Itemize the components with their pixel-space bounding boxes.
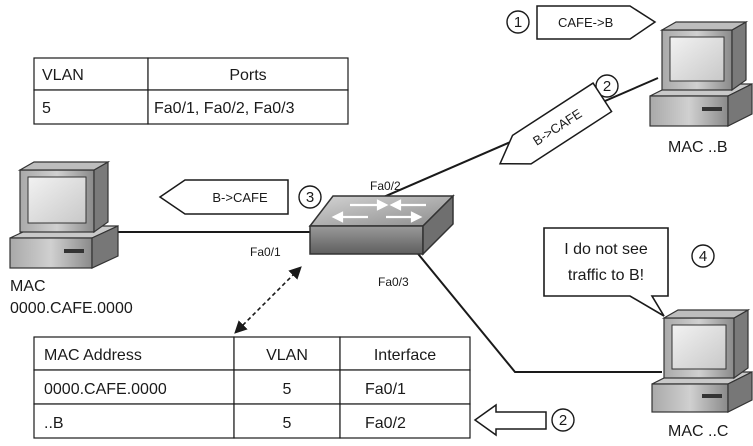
- frame-step2: 2 B->CAFE: [498, 74, 619, 165]
- pc-b-icon: [649, 20, 753, 127]
- step1-number-circle: [506, 10, 530, 34]
- vlan-table-cell-ports: Fa0/1, Fa0/2, Fa0/3: [154, 100, 295, 117]
- link-fa03-c: [409, 243, 662, 373]
- mac-table-row2-interface: Fa0/2: [365, 415, 406, 432]
- port-label-fa03: Fa0/3: [378, 275, 409, 289]
- mac-table-row1-vlan: 5: [283, 381, 292, 398]
- step3-number-circle: [298, 185, 322, 209]
- switch-icon: [308, 194, 455, 256]
- frame-step1-arrow: [536, 5, 657, 40]
- speech-bubble: I do not see traffic to B! 4: [543, 227, 715, 317]
- mac-table-row1-address: 0000.CAFE.0000: [44, 381, 167, 398]
- mac-table-header-interface: Interface: [374, 347, 436, 364]
- mac-table-header-vlan: VLAN: [266, 347, 308, 364]
- port-label-fa02: Fa0/2: [370, 179, 401, 193]
- pc-cafe-label-line1: MAC: [10, 278, 46, 295]
- frame-step1-text: CAFE->B: [558, 15, 613, 30]
- speech-line1: I do not see: [564, 241, 648, 258]
- mac-learn-indicator: 2: [473, 403, 575, 437]
- step2-table-number-circle: [551, 408, 575, 432]
- frame-step3-text: B->CAFE: [212, 190, 268, 205]
- frame-step3-arrow: [158, 179, 289, 215]
- vlan-table-cell-vlan: 5: [42, 100, 51, 117]
- speech-line2: traffic to B!: [568, 267, 644, 284]
- pc-cafe-label-line2: 0000.CAFE.0000: [10, 300, 133, 317]
- step3-number: 3: [306, 189, 314, 206]
- step2-table-number: 2: [559, 412, 567, 429]
- link-switch-mac-table: [234, 266, 302, 334]
- mac-table-header-address: MAC Address: [44, 347, 142, 364]
- step4-number-circle: [691, 244, 715, 268]
- vlan-table-header-ports: Ports: [229, 67, 266, 84]
- frame-step2-arrow: [498, 82, 613, 165]
- step2-number-circle: [595, 74, 619, 98]
- frame-step3: B->CAFE 3: [158, 179, 322, 215]
- step4-number: 4: [699, 248, 707, 265]
- port-label-fa01: Fa0/1: [250, 245, 281, 259]
- vlan-table-header-vlan: VLAN: [42, 67, 84, 84]
- pc-cafe-icon: [9, 160, 119, 269]
- pc-c-icon: [651, 308, 753, 413]
- pc-b-label: MAC ..B: [668, 139, 728, 156]
- mac-address-table: MAC Address VLAN Interface 0000.CAFE.000…: [33, 336, 471, 439]
- mac-table-row2-vlan: 5: [283, 415, 292, 432]
- mac-table-row1-interface: Fa0/1: [365, 381, 406, 398]
- pc-c-label: MAC ..C: [668, 423, 728, 440]
- vlan-table: VLAN Ports 5 Fa0/1, Fa0/2, Fa0/3: [33, 57, 349, 125]
- frame-step1: 1 CAFE->B: [506, 5, 657, 40]
- step1-number: 1: [514, 14, 522, 31]
- mac-learn-arrow: [473, 403, 547, 437]
- mac-table-row2-address: ..B: [44, 415, 64, 432]
- step2-number: 2: [603, 78, 611, 95]
